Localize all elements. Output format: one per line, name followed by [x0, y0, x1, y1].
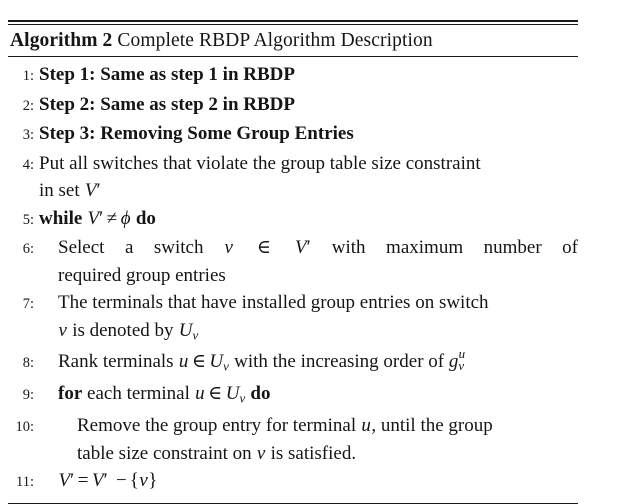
line-segment: v is denoted by Uv [58, 319, 199, 342]
algorithm-line: 8 Rank terminals u∈Uv with the increasin… [8, 346, 578, 380]
line-number: 9 [8, 382, 37, 410]
algorithm-line: 4 Put all switches that violate the grou… [8, 150, 578, 205]
keyword-do: do [250, 383, 271, 405]
math-set-v-prime: V′ [58, 470, 75, 492]
math-set-v-prime: V′ [87, 207, 104, 229]
math-not-equal: ≠ [106, 207, 118, 229]
line-content: The terminals that have installed group … [37, 289, 578, 348]
math-switch-var: v [256, 442, 266, 464]
line-segment: required group entries [58, 264, 226, 286]
line-number: 5 [8, 207, 37, 235]
line-number: 2 [8, 93, 37, 121]
math-switch-var: v [224, 237, 233, 258]
line-content: while V′≠ϕ do [37, 205, 578, 233]
math-terminal-set: Uv [209, 351, 229, 374]
math-set-v-prime: V′ [295, 237, 311, 258]
math-element-of: ∈ [256, 237, 271, 258]
algorithm-line: 1 Step 1: Same as step 1 in RBDP [8, 61, 578, 91]
line-content: V′=V′ −{v} [37, 467, 578, 495]
line-segment: table size constraint on v is satisfied. [77, 442, 357, 464]
algorithm-rule-bottom [8, 502, 578, 504]
math-element-of: ∈ [191, 351, 206, 373]
line-number: 7 [8, 291, 37, 319]
line-segment: in set V′ [39, 180, 101, 201]
algorithm-line: 3 Step 3: Removing Some Group Entries [8, 120, 578, 150]
caption-rule-bottom [8, 56, 578, 57]
line-number: 1 [8, 63, 37, 91]
line-content: Step 1: Same as step 1 in RBDP [39, 64, 295, 85]
math-switch-var: v [58, 319, 67, 341]
line-number: 4 [8, 152, 37, 180]
algorithm-line: 9 for each terminal u∈Uv do [8, 380, 578, 412]
algorithm-float: Algorithm 2 Complete RBDP Algorithm Desc… [8, 20, 578, 504]
math-terminal-var: u [195, 383, 205, 405]
caption-rule-top-outer [8, 20, 578, 22]
keyword-do: do [135, 207, 156, 229]
algorithm-caption: Algorithm 2 Complete RBDP Algorithm Desc… [8, 25, 578, 56]
math-terminal-set: Uv [225, 383, 246, 406]
line-content: for each terminal u∈Uv do [58, 383, 271, 406]
algorithm-title: Complete RBDP Algorithm Description [117, 30, 433, 51]
math-equals: = [77, 470, 89, 492]
caption-rule-top-inner [8, 24, 578, 25]
line-content: Remove the group entry for terminal u, u… [37, 412, 578, 467]
keyword-while: while [39, 207, 83, 229]
line-number: 3 [8, 122, 37, 150]
line-number: 8 [8, 350, 37, 378]
math-terminal-var: u [178, 351, 189, 373]
algorithm-line: 11 V′=V′ −{v} [8, 467, 578, 497]
algorithm-line: 5 while V′≠ϕ do [8, 205, 578, 235]
algorithm-line: 2 Step 2: Same as step 2 in RBDP [8, 91, 578, 121]
math-set-v-prime: V′ [84, 180, 101, 201]
math-set-v-prime: V′ [91, 470, 108, 492]
math-phi: ϕ [120, 207, 131, 229]
line-content: Put all switches that violate the group … [37, 150, 578, 205]
algorithm-body: 1 Step 1: Same as step 1 in RBDP 2 Step … [8, 57, 578, 497]
line-number: 11 [8, 469, 37, 497]
keyword-for: for [58, 383, 83, 405]
line-content: Rank terminals u∈Uv with the increasing … [37, 346, 578, 380]
line-number: 6 [8, 236, 37, 264]
line-content: Step 2: Same as step 2 in RBDP [39, 93, 295, 115]
line-content: Step 3: Removing Some Group Entries [39, 123, 354, 144]
algorithm-line: 7 The terminals that have installed grou… [8, 289, 578, 348]
math-terminal-var: u [361, 415, 371, 437]
line-segment: Put all switches that violate the group … [39, 152, 481, 174]
line-segment: The terminals that have installed group … [58, 292, 489, 313]
math-element-of: ∈ [208, 383, 223, 405]
math-terminal-set: Uv [178, 319, 199, 342]
line-number: 10 [8, 414, 37, 442]
algorithm-line: 10 Remove the group entry for terminal u… [8, 412, 578, 467]
line-segment: Remove the group entry for terminal u, u… [77, 415, 493, 437]
algorithm-label: Algorithm 2 [10, 30, 113, 51]
math-singleton-set: {v} [129, 470, 158, 492]
math-minus: − [116, 470, 127, 492]
